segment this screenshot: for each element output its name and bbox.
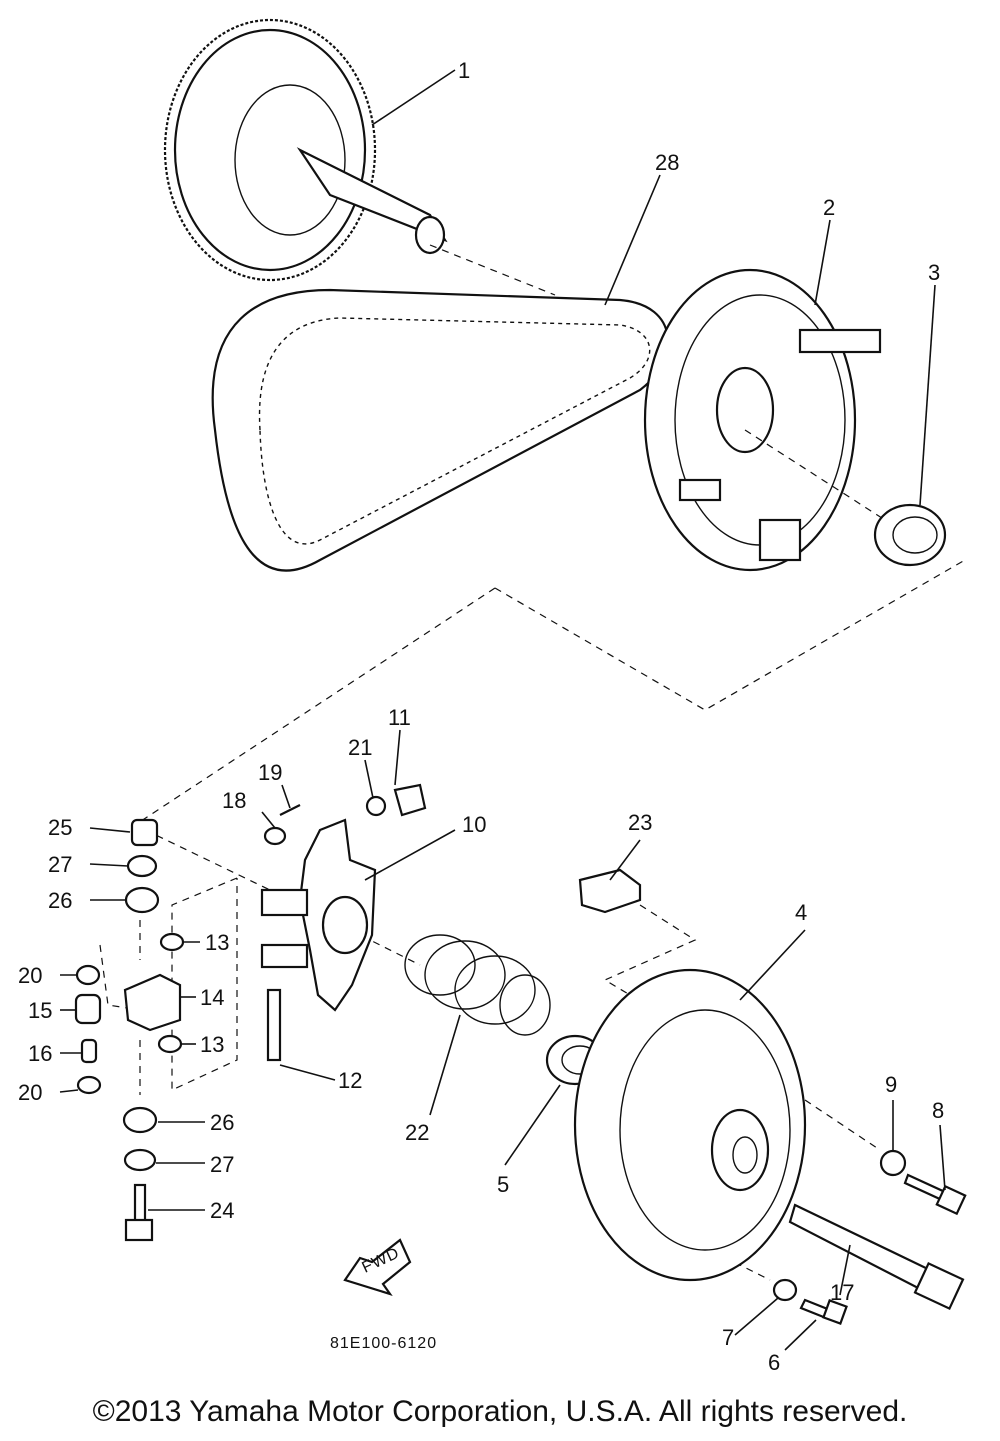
leader-lines [59,69,946,1351]
part-22-spring [404,934,551,1036]
callout-labels: 1 28 2 3 11 21 19 18 10 25 27 26 13 20 1… [18,58,944,1375]
part-23-bracket [578,868,642,914]
callout-20: 20 [18,963,42,988]
part-24-bolt [124,1183,154,1242]
part-9-washer [879,1149,907,1177]
part-3-bushing [873,503,947,567]
callout-23: 23 [628,810,652,835]
callout-13: 13 [205,930,229,955]
part-20-washer-lower [76,1075,102,1095]
callout-22: 22 [405,1120,429,1145]
callout-1: 1 [458,58,470,83]
callout-21: 21 [348,735,372,760]
callout-8: 8 [932,1098,944,1123]
part-10-weight-arm [260,818,377,1012]
part-25-cap [130,818,159,847]
callout-9: 9 [885,1072,897,1097]
callout-26: 26 [48,888,72,913]
callout-10: 10 [462,812,486,837]
callout-16: 16 [28,1041,52,1066]
part-28-drive-belt [211,288,669,572]
callout-17: 17 [830,1280,854,1305]
callout-24: 24 [210,1198,234,1223]
part-8-bolt [903,1173,967,1216]
callout-12: 12 [338,1068,362,1093]
part-1-fixed-sheave [163,18,448,282]
part-19-clip [279,804,301,816]
callout-14: 14 [200,985,224,1010]
callout-4: 4 [795,900,807,925]
callout-27: 27 [48,852,72,877]
callout-11: 11 [388,705,411,730]
part-6-bolt [799,1298,848,1325]
part-20-washer [75,964,101,986]
callout-13-lower: 13 [200,1032,224,1057]
part-7-washer [772,1278,798,1302]
part-11-nut [393,783,427,817]
part-14-holder [123,973,182,1032]
callout-19: 19 [258,760,282,785]
part-27-washer-lower [123,1148,157,1172]
part-21-washer [365,795,387,817]
part-13-washer-lower [157,1034,183,1054]
part-16-pin [80,1038,98,1064]
part-4-cover [573,968,807,1282]
fwd-arrow-icon: FWD [343,1238,412,1297]
callout-27-lower: 27 [210,1152,234,1177]
copyright-notice: ©2013 Yamaha Motor Corporation, U.S.A. A… [92,1395,908,1428]
callout-20-lower: 20 [18,1080,42,1105]
part-15-collar [74,993,102,1025]
callout-5: 5 [497,1172,509,1197]
callout-6: 6 [768,1350,780,1375]
part-26-roller [124,886,160,914]
part-2-sheave-housing [643,268,882,572]
part-17-long-bolt [788,1203,965,1310]
callout-2: 2 [823,195,835,220]
callout-26-lower: 26 [210,1110,234,1135]
part-12-pin [266,988,282,1062]
part-13-washer [159,932,185,952]
callout-28: 28 [655,150,679,175]
callout-3: 3 [928,260,940,285]
callout-15: 15 [28,998,52,1023]
part-27-washer [126,854,158,878]
diagram-code: 81E100-6120 [330,1335,437,1352]
part-18-washer [263,826,287,846]
callout-25: 25 [48,815,72,840]
parts-diagram: FWD 1 28 [18,18,967,1375]
callout-7: 7 [722,1325,734,1350]
callout-18: 18 [222,788,246,813]
part-26-roller-lower [122,1106,158,1134]
